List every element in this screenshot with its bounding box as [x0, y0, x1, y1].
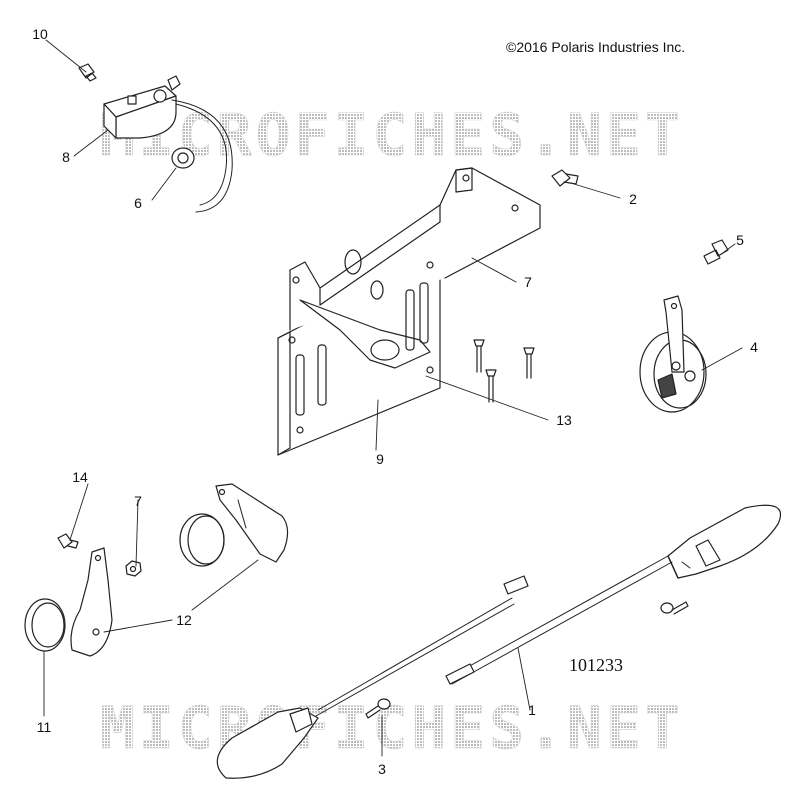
reflector-bracket-upper [179, 483, 289, 567]
watermark-top: MICROFICHES.NET [100, 101, 684, 169]
horn-4 [639, 295, 707, 413]
grommet-6 [171, 147, 195, 169]
callout-2: 2 [629, 191, 637, 207]
callout-9: 9 [376, 451, 384, 467]
drawing-number: 101233 [569, 655, 623, 675]
watermark-bottom: MICROFICHES.NET [100, 694, 684, 762]
license-light-housing [103, 75, 233, 213]
reflector-11 [24, 598, 66, 652]
leader-lines [43, 39, 743, 757]
mounting-bracket-9 [277, 167, 541, 456]
callout-11: 11 [36, 719, 52, 735]
nut-7-lower [125, 560, 142, 577]
callout-5: 5 [736, 232, 744, 248]
callout-14: 14 [72, 469, 88, 485]
callout-1: 1 [528, 702, 536, 718]
callout-10: 10 [32, 26, 48, 42]
screw-3-upper [660, 601, 689, 615]
callout-4: 4 [750, 339, 758, 355]
screw-14 [57, 533, 79, 549]
callout-6: 6 [134, 195, 142, 211]
callout-8: 8 [62, 149, 70, 165]
turn-signal-left [216, 575, 529, 779]
callout-12: 12 [176, 612, 192, 628]
callout-13: 13 [556, 412, 572, 428]
bolt-2 [551, 169, 579, 187]
copyright-notice: ©2016 Polaris Industries Inc. [506, 39, 686, 55]
callout-7-lower: 7 [134, 493, 142, 509]
screw-10 [78, 63, 97, 82]
reflector-bracket-lower [70, 547, 113, 657]
screw-3-lower [365, 698, 391, 719]
screws-13 [473, 339, 535, 403]
callout-3: 3 [378, 761, 386, 777]
turn-signal-right [445, 504, 782, 685]
callout-7-upper: 7 [524, 274, 532, 290]
